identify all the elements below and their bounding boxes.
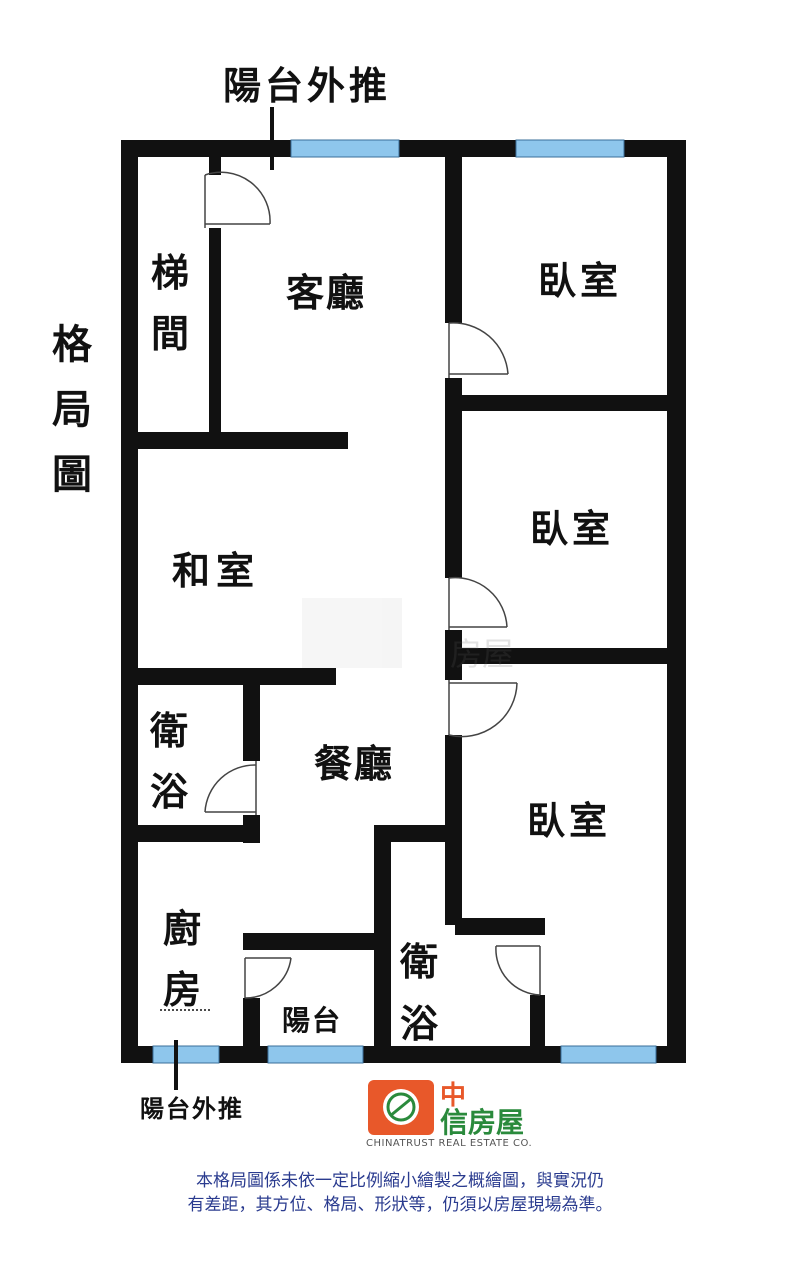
watermark: 房屋 — [302, 598, 514, 673]
kitchen-label-1: 廚 — [163, 906, 201, 951]
door-bath-left — [204, 761, 257, 815]
door-bedroom-2 — [448, 576, 508, 630]
japanese-room-label: 和室 — [172, 548, 260, 593]
balcony-push-bottom-label: 陽台外推 — [140, 1094, 244, 1123]
window-bottom-balcony — [267, 1045, 364, 1064]
door-bedroom-1 — [448, 322, 509, 378]
bedroom-3-label: 臥室 — [527, 798, 611, 843]
stairs-label-2: 間 — [151, 311, 189, 356]
brand-logo: 中 信房屋 CHINATRUST REAL ESTATE CO. — [366, 1080, 532, 1149]
doors — [204, 171, 541, 999]
outer-walls — [121, 140, 686, 1063]
door-bedroom-3 — [448, 680, 518, 738]
interior-walls — [138, 157, 667, 1046]
door-balcony — [244, 957, 292, 999]
bath-right-label-1: 衛 — [399, 939, 438, 984]
window-bottom-kitchen — [152, 1045, 220, 1064]
bath-left-label-2: 浴 — [150, 769, 189, 814]
plan-title-char-3: 圖 — [52, 451, 92, 498]
bath-right-label-2: 浴 — [400, 1001, 439, 1046]
svg-text:房屋: 房屋 — [450, 635, 514, 673]
kitchen-label-2: 房 — [163, 967, 201, 1012]
window-top-bedroom — [515, 139, 625, 158]
room-labels: 陽台外推 格 局 圖 梯 間 客廳 臥室 臥室 和室 餐廳 臥室 衛 浴 廚 房… — [52, 63, 622, 1123]
balcony-label: 陽台 — [282, 1004, 342, 1037]
stairs-label-1: 梯 — [151, 250, 189, 295]
door-bath-right — [495, 945, 541, 996]
windows — [152, 139, 657, 1064]
brand-name-line-1: 中 — [440, 1081, 466, 1111]
window-bottom-bedroom — [560, 1045, 657, 1064]
dining-room-label: 餐廳 — [314, 741, 394, 786]
door-stairwell — [204, 171, 271, 228]
disclaimer-line-2: 有差距，其方位、格局、形狀等，仍須以房屋現場為準。 — [187, 1195, 613, 1215]
bath-left-label-1: 衛 — [149, 708, 188, 753]
brand-name-line-2: 信房屋 — [440, 1106, 524, 1139]
plan-title-char-2: 局 — [52, 386, 92, 433]
balcony-push-top-label: 陽台外推 — [223, 63, 391, 108]
bedroom-2-label: 臥室 — [530, 506, 614, 551]
plan-title-char-1: 格 — [52, 321, 93, 368]
window-top-living — [290, 139, 400, 158]
brand-english: CHINATRUST REAL ESTATE CO. — [366, 1138, 532, 1149]
living-room-label: 客廳 — [286, 270, 366, 315]
disclaimer-line-1: 本格局圖係未依一定比例縮小繪製之概繪圖，與實況仍 — [196, 1171, 604, 1191]
bedroom-1-label: 臥室 — [538, 258, 622, 303]
